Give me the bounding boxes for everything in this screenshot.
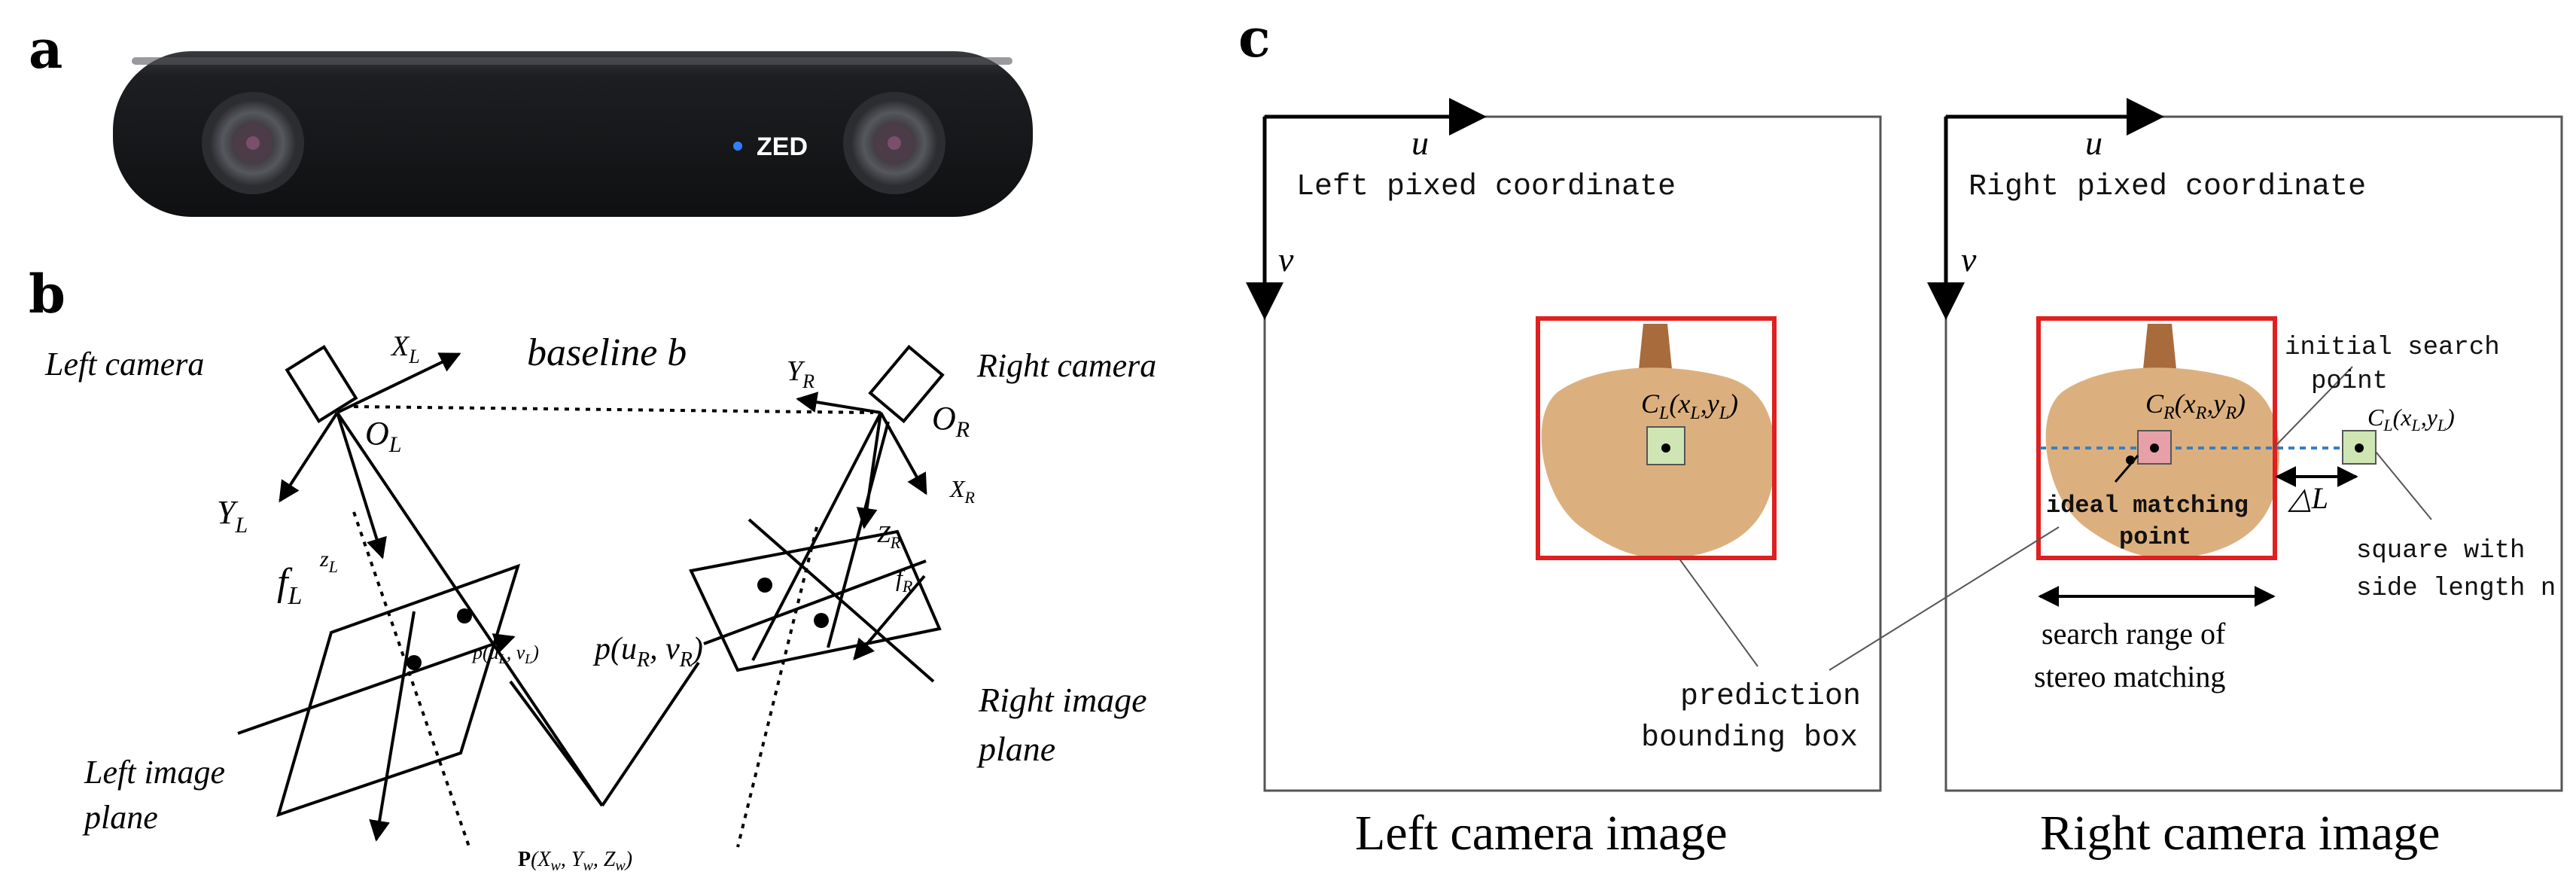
baseline-line [354, 407, 873, 413]
search-range-label-1: search range of [2042, 617, 2226, 651]
pl-label: p(uL, vL) [471, 642, 539, 666]
prediction-callout-right [1829, 527, 2059, 670]
right-camera-image: u v Right pixed coordinate CR(xR,yR) CL(… [1946, 117, 2562, 791]
prediction-label-1: prediction [1680, 680, 1861, 714]
initial-search-label-2: point [2311, 367, 2388, 396]
ideal-match-point [2150, 443, 2159, 453]
left-ray [337, 413, 602, 806]
left-plane-v-axis [376, 611, 414, 840]
indicator-led [733, 142, 742, 151]
world-point-label: P(Xw, Yw, Zw) [518, 848, 632, 874]
ol-label: OL [365, 415, 401, 457]
xl-label: XL [390, 331, 420, 367]
baseline-label: baseline b [527, 331, 687, 374]
zr-label: ZR [877, 520, 901, 552]
right-optical-axis [738, 527, 817, 847]
left-image-plane-label-1: Left image [84, 754, 225, 791]
xr-label: XR [948, 475, 976, 507]
ideal-matching-label-1: ideal matching [2046, 492, 2249, 520]
yl-label: YL [217, 494, 248, 538]
left-center-point [1661, 443, 1670, 453]
left-x-axis [337, 354, 459, 413]
left-coord-label: Left pixed coordinate [1296, 170, 1676, 204]
panel-label-b: b [29, 263, 65, 325]
right-plane-line-1 [704, 561, 926, 644]
zl-label: zL [319, 547, 338, 576]
search-range-label-2: stereo matching [2034, 660, 2225, 693]
right-image-plane-label-1: Right image [978, 681, 1147, 719]
fl-label: fL [277, 561, 302, 610]
left-camera-image-caption: Left camera image [1355, 806, 1728, 861]
panel-label-c: c [1238, 7, 1271, 69]
zed-camera: ZED [113, 51, 1033, 217]
left-optical-axis [354, 512, 470, 851]
square-callout-line [2376, 452, 2431, 520]
left-principal-point [406, 655, 422, 670]
left-lens [202, 92, 304, 194]
right-plane-arrow [854, 576, 924, 659]
world-ray-right [602, 663, 699, 806]
ideal-matching-label-2: point [2119, 523, 2191, 551]
pr-label: p(uR, vR) [592, 632, 703, 672]
right-u-label: u [2085, 123, 2103, 162]
left-image-plane-label-2: plane [82, 799, 158, 836]
left-v-label: v [1278, 240, 1294, 279]
stereo-geometry-diagram [238, 347, 942, 851]
or-label: OR [932, 400, 970, 442]
right-coord-label: Right pixed coordinate [1969, 170, 2366, 204]
left-y-axis [280, 413, 337, 501]
yr-label: YR [787, 355, 815, 392]
right-image-plane-label-2: plane [976, 730, 1055, 768]
cl-initial-label: CL(xL,yL) [2367, 404, 2455, 434]
left-image-plane [279, 566, 518, 815]
right-camera-label: Right camera [976, 347, 1156, 384]
delta-l-label: △L [2287, 481, 2328, 515]
world-ray-left [510, 681, 602, 806]
square-label-1: square with [2356, 537, 2525, 565]
square-label-2: side length n [2356, 575, 2556, 603]
panel-label-a: a [29, 18, 62, 81]
camera-top-highlight [132, 57, 1012, 65]
right-camera-image-caption: Right camera image [2040, 806, 2440, 861]
ideal-callout-dot [2126, 456, 2135, 465]
left-u-label: u [1411, 123, 1429, 162]
right-image-point [814, 613, 829, 628]
initial-search-label-1: initial search [2285, 334, 2500, 362]
left-camera-label: Left camera [44, 346, 204, 383]
zed-logo: ZED [757, 133, 808, 161]
right-lens [843, 92, 945, 194]
initial-search-point [2355, 443, 2364, 453]
left-image-point [457, 608, 472, 623]
prediction-callout-left [1679, 558, 1758, 666]
right-principal-point [757, 578, 772, 593]
right-v-label: v [1961, 240, 1977, 279]
prediction-label-2: bounding box [1641, 721, 1858, 755]
